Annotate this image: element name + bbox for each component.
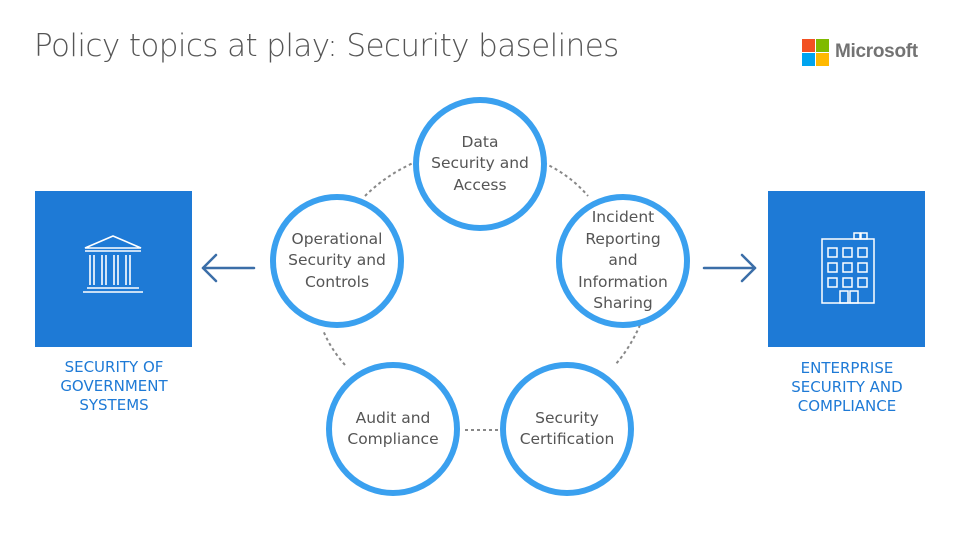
node-data-security-label: Data Security and Access xyxy=(431,132,529,194)
government-systems-label: SECURITY OF GOVERNMENT SYSTEMS xyxy=(60,358,168,414)
node-audit-compliance: Audit and Compliance xyxy=(326,362,460,496)
government-systems-panel xyxy=(35,191,192,347)
node-incident-reporting: Incident Reporting and Information Shari… xyxy=(556,194,690,328)
enterprise-compliance-label: ENTERPRISE SECURITY AND COMPLIANCE xyxy=(791,359,903,415)
connector-data-to-incident xyxy=(543,162,589,197)
node-audit-compliance-label: Audit and Compliance xyxy=(347,408,439,449)
government-building-icon xyxy=(83,235,143,293)
node-security-certification-label: Security Certification xyxy=(519,408,615,449)
node-data-security: Data Security and Access xyxy=(413,97,547,231)
microsoft-logo-icon xyxy=(802,38,829,66)
connector-audit-to-operational xyxy=(322,329,346,366)
node-security-certification: Security Certification xyxy=(500,362,634,496)
microsoft-logo: Microsoft xyxy=(802,38,918,66)
arrow-right-icon xyxy=(702,253,757,283)
connector-incident-to-certification xyxy=(614,324,641,366)
connector-operational-to-data xyxy=(364,162,414,197)
microsoft-logo-text: Microsoft xyxy=(835,41,918,62)
node-operational-security-label: Operational Security and Controls xyxy=(288,229,386,291)
node-operational-security: Operational Security and Controls xyxy=(270,194,404,328)
enterprise-compliance-panel xyxy=(768,191,925,347)
arrow-left-icon xyxy=(201,253,256,283)
office-building-icon xyxy=(821,232,875,304)
node-incident-reporting-label: Incident Reporting and Information Shari… xyxy=(578,208,668,313)
page-title: Policy topics at play: Security baseline… xyxy=(34,28,619,64)
